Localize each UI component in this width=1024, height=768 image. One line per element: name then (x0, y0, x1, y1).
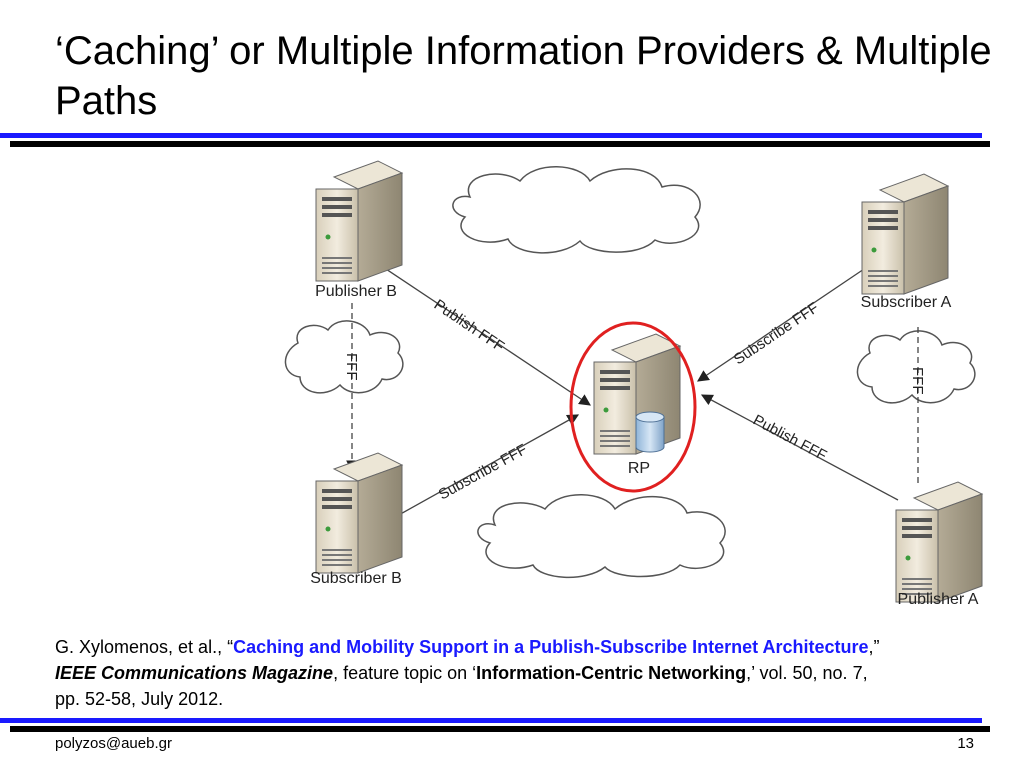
label-subscriber-a: Subscriber A (861, 294, 952, 311)
label-edge-publish-a: Publish FFF (750, 412, 829, 465)
citation-details: ,’ vol. 50, no. 7, pp. 52-58, July 2012. (55, 663, 868, 709)
citation-topic: Information-Centric Networking (476, 663, 747, 683)
cloud-left (284, 320, 404, 394)
page-number: 13 (957, 735, 974, 752)
publisher-b-server-icon (315, 160, 403, 282)
subscriber-a-server-icon (861, 173, 949, 295)
citation-after-journal: , feature topic on ‘ (333, 663, 477, 683)
label-subscriber-b: Subscriber B (310, 570, 402, 587)
subscriber-b-server-icon (315, 452, 403, 574)
citation-paper-title: Caching and Mobility Support in a Publis… (233, 637, 869, 657)
cache-database-icon (635, 411, 665, 453)
edge-line-subscribe-a (697, 264, 871, 382)
citation-after-title: ,” (868, 637, 880, 657)
label-publisher-a: Publisher A (898, 591, 979, 608)
rp-highlight-circle (569, 321, 697, 493)
publisher-a-server-icon (895, 481, 983, 603)
header-rule-black (10, 141, 990, 147)
header-rule-blue (0, 133, 982, 138)
cloud-top (452, 166, 701, 254)
citation-journal: IEEE Communications Magazine (55, 663, 334, 683)
label-rp: RP (628, 460, 650, 477)
label-edge-fff-left: FFF (343, 353, 360, 381)
edge-line-publish-a (700, 394, 899, 501)
network-diagram: Publisher B Subscriber A RP Subscriber B… (284, 160, 983, 608)
footer-email: polyzos@aueb.gr (55, 735, 172, 752)
cloud-bottom (477, 494, 726, 578)
slide-title: ‘Caching’ or Multiple Information Provid… (55, 29, 992, 123)
citation: G. Xylomenos, et al., “Caching and Mobil… (55, 634, 885, 712)
label-edge-subscribe-a: Subscribe FFF (731, 299, 822, 368)
label-edge-subscribe-b: Subscribe FFF (436, 441, 530, 504)
label-edge-fff-right: FFF (909, 367, 926, 395)
edge-line-publish-b (361, 252, 591, 406)
citation-authors: G. Xylomenos, et al., “ (55, 637, 234, 657)
footer-rule-black (10, 726, 990, 732)
cloud-right (856, 330, 976, 404)
label-publisher-b: Publisher B (315, 283, 397, 300)
footer-rule-blue (0, 718, 982, 723)
label-edge-publish-b: Publish FFF (431, 296, 508, 355)
edge-line-subscribe-b (387, 414, 580, 522)
